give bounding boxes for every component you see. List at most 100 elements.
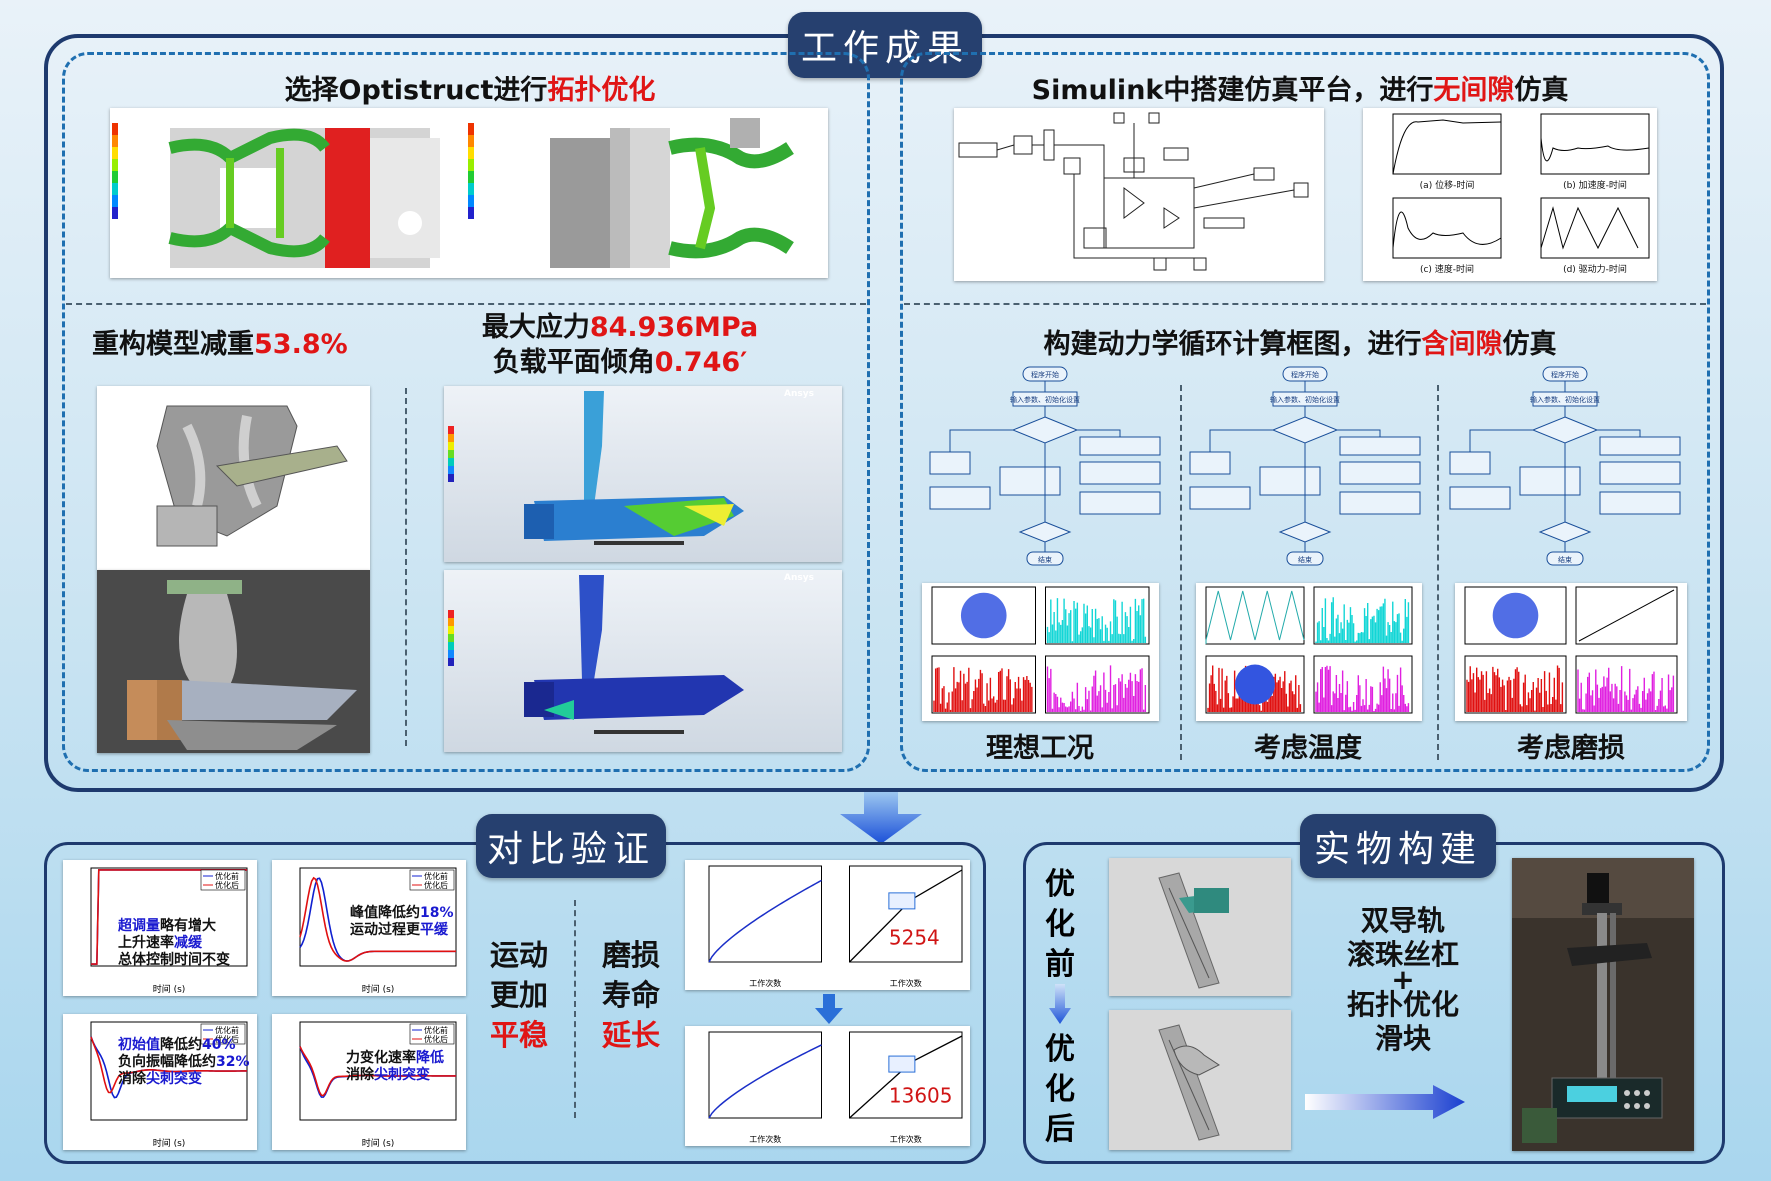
fc-start-2: 程序开始 [1291, 370, 1319, 379]
motion-word-2: 更加 [489, 978, 548, 1012]
build-desc-1: 双导轨 [1360, 904, 1445, 937]
condition-divider-2 [1437, 385, 1439, 760]
note2-d: 平缓 [420, 922, 448, 938]
fc-input-3: 输入参数、初始化设置 [1530, 395, 1600, 404]
note2-b: 18% [420, 905, 454, 921]
wear-word-1: 磨损 [601, 938, 660, 972]
wp1-svg: 5254 工作次数 工作次数 [708, 865, 963, 988]
build-description: 双导轨 滚珠丝杠 + 拓扑优化 滑块 [1318, 904, 1488, 1056]
ansys-stress-image: Ansys [444, 386, 842, 562]
velocity-compare-plot: 优化前优化后时间 (s) [272, 860, 466, 996]
ansys-logo-2: Ansys [784, 573, 814, 583]
ansys-stress-svg: Ansys [448, 389, 814, 545]
res3-svg [1464, 586, 1678, 714]
simulink-diagram-image [954, 108, 1324, 281]
note-force: 力变化速率降低 消除尖刺突变 [346, 1050, 466, 1084]
wp2-xlabel-2: 工作次数 [890, 1134, 922, 1144]
vp4-legend-before: 优化前 [424, 1025, 448, 1035]
build-desc-3: + [1391, 963, 1415, 996]
fc-input-2: 输入参数、初始化设置 [1270, 395, 1340, 404]
simulink-title-text: Simulink中搭建仿真平台，进行 [1031, 75, 1434, 106]
verify-header-text: 对比验证 [486, 829, 655, 870]
wear-word-2: 寿命 [601, 978, 660, 1012]
vp1-legend-before: 优化前 [215, 871, 239, 881]
ansys-deformation-image: Ansys [444, 570, 842, 752]
model-divider [405, 388, 407, 746]
note1-d: 减缓 [174, 935, 202, 951]
vp2-xlabel: 时间 (s) [362, 983, 395, 995]
note3-b: 降低约 [160, 1037, 202, 1053]
flowchart-group: 程序开始输入参数、初始化设置结束程序开始输入参数、初始化设置结束程序开始输入参数… [920, 362, 1700, 572]
note3-g: 尖刺突变 [146, 1071, 202, 1087]
note3-a: 初始值 [118, 1037, 160, 1053]
vp4-legend-after: 优化后 [424, 1034, 448, 1044]
max-stress-value: 84.936MPa [589, 312, 759, 343]
before-char-1: 优 [1045, 867, 1075, 902]
after-char-3: 后 [1045, 1112, 1075, 1147]
wp2-xlabel-1: 工作次数 [749, 1134, 781, 1144]
vp1-legend-after: 优化后 [215, 880, 239, 890]
note-acceleration: 初始值降低约40% 负向振幅降低约32% 消除尖刺突变 [118, 1037, 263, 1088]
fc-end-2: 结束 [1298, 555, 1312, 564]
reconstructed-model-svg [97, 386, 370, 570]
wp1-xlabel-1: 工作次数 [749, 978, 781, 988]
ideal-results-image [922, 583, 1159, 721]
vp3-legend-before: 优化前 [215, 1025, 239, 1035]
fc-end-1: 结束 [1038, 555, 1052, 564]
note4-b: 降低 [416, 1050, 444, 1066]
results-header-text: 工作成果 [800, 28, 969, 69]
before-char-2: 化 [1045, 907, 1075, 942]
after-char-2: 化 [1045, 1072, 1075, 1107]
wp1-life-value: 5254 [889, 926, 940, 950]
before-label: 优 化 前 [1040, 865, 1080, 985]
max-stress-label: 最大应力84.936MPa [430, 305, 810, 344]
build-right-arrow-icon [1305, 1085, 1465, 1119]
wear-word-3: 延长 [601, 1018, 660, 1052]
topology-title-text: 选择Optistruct进行 [284, 75, 548, 106]
build-header: 实物构建 [1300, 814, 1496, 878]
model-after-svg [1109, 1010, 1291, 1150]
condition-label-temperature: 考虑温度 [1254, 733, 1362, 764]
sim-caption-b: (b) 加速度-时间 [1563, 179, 1627, 191]
note1-b: 略有增大 [160, 918, 216, 934]
displacement-compare-plot: 优化前优化后时间 (s) [63, 860, 257, 996]
sim-results-svg: (a) 位移-时间 (b) 加速度-时间 (c) 速度-时间 (d) 驱动力-时… [1392, 113, 1650, 275]
ansys-logo-1: Ansys [784, 389, 814, 399]
weight-reduction-text: 重构模型减重 [92, 329, 254, 360]
flowcharts-svg: 程序开始输入参数、初始化设置结束程序开始输入参数、初始化设置结束程序开始输入参数… [929, 366, 1681, 566]
vp2-legend-after: 优化后 [424, 880, 448, 890]
dynamics-title: 构建动力学循环计算框图，进行含间隙仿真 [960, 322, 1640, 361]
wp1-xlabel-2: 工作次数 [890, 978, 922, 988]
force-compare-plot: 优化前优化后时间 (s) [272, 1014, 466, 1150]
note2-c: 运动过程更 [350, 922, 420, 938]
fc-start-3: 程序开始 [1551, 370, 1579, 379]
note1-a: 超调量 [118, 918, 160, 934]
flowchart-3 [1449, 366, 1681, 566]
topology-panel [62, 52, 870, 772]
wear-down-arrow-icon [815, 994, 843, 1024]
sim-results-image: (a) 位移-时间 (b) 加速度-时间 (c) 速度-时间 (d) 驱动力-时… [1363, 108, 1657, 281]
vp1-xlabel: 时间 (s) [153, 983, 186, 995]
sim-caption-c: (c) 速度-时间 [1420, 263, 1474, 275]
topology-title-highlight: 拓扑优化 [547, 75, 656, 106]
build-desc-2: 滚珠丝杠 [1346, 938, 1459, 971]
weight-reduction-label: 重构模型减重53.8% [92, 322, 382, 361]
tilt-angle-value: 0.746′ [654, 347, 748, 378]
note4-c: 消除 [346, 1067, 374, 1083]
topology-divider [66, 303, 866, 305]
simulink-title-end: 仿真 [1514, 75, 1569, 106]
res1-svg [931, 586, 1150, 714]
condition-divider-1 [1180, 385, 1182, 760]
model-before-svg [1109, 858, 1291, 996]
note3-c: 40% [202, 1037, 236, 1053]
contour-plot-image [110, 108, 828, 278]
simulation-panel [900, 52, 1710, 772]
simulink-title: Simulink中搭建仿真平台，进行无间隙仿真 [960, 68, 1640, 107]
simulation-divider [904, 303, 1706, 305]
sim-caption-d: (d) 驱动力-时间 [1563, 263, 1627, 275]
weight-reduction-value: 53.8% [254, 329, 348, 360]
res2-svg [1205, 586, 1413, 714]
note3-f: 消除 [118, 1071, 146, 1087]
